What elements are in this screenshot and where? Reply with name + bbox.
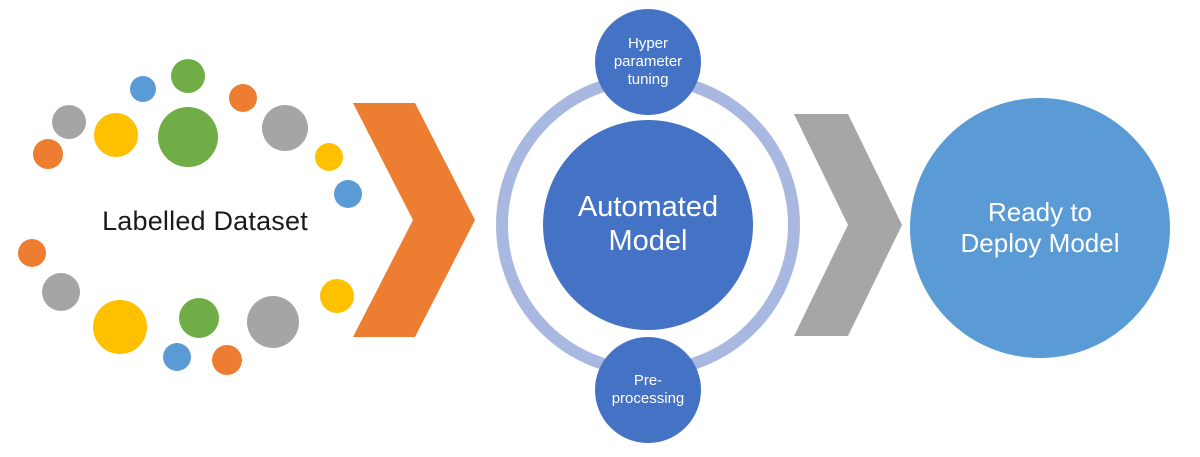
dot-orange-upper-right bbox=[229, 84, 257, 112]
dot-blue-right bbox=[334, 180, 362, 208]
dot-orange-bottom bbox=[212, 345, 242, 375]
ready-to-deploy-line-1: Ready to bbox=[987, 196, 1093, 227]
dot-orange-far-left bbox=[33, 139, 63, 169]
dot-yellow-upper-right bbox=[315, 143, 343, 171]
labelled-dataset-label: Labelled Dataset bbox=[102, 206, 308, 236]
dot-gray-bottom bbox=[247, 296, 299, 348]
dot-green-small-top bbox=[171, 59, 205, 93]
automated-model-bubble[interactable]: Automated Model bbox=[543, 120, 753, 330]
automated-model-line-1: Automated bbox=[577, 191, 719, 224]
dot-green-large bbox=[158, 107, 218, 167]
ready-to-deploy-line-2: Deploy Model bbox=[960, 228, 1120, 258]
orange-chevron-arrow bbox=[353, 103, 475, 337]
hyperparameter-tuning-line-2: parameter bbox=[613, 52, 683, 70]
pre-processing-bubble[interactable]: Pre- processing bbox=[595, 337, 701, 443]
dot-gray-lower-left bbox=[42, 273, 80, 311]
dot-yellow-left bbox=[94, 113, 138, 157]
pre-processing-line-2: processing bbox=[611, 390, 685, 407]
hyperparameter-tuning-bubble[interactable]: Hyper parameter tuning bbox=[595, 9, 701, 115]
dot-gray-right bbox=[262, 105, 308, 151]
dot-yellow-bottom bbox=[93, 300, 147, 354]
dot-orange-lower-left bbox=[18, 239, 46, 267]
dot-blue-bottom bbox=[163, 343, 191, 371]
dot-green-bottom bbox=[179, 298, 219, 338]
ready-to-deploy-model-bubble[interactable]: Ready to Deploy Model bbox=[910, 98, 1170, 358]
hyperparameter-tuning-line-1: Hyper bbox=[627, 34, 668, 52]
automated-model-line-2: Model bbox=[608, 225, 688, 257]
dot-blue-upper-left bbox=[130, 76, 156, 102]
dot-yellow-lower-right bbox=[320, 279, 354, 313]
hyperparameter-tuning-line-3: tuning bbox=[627, 71, 669, 89]
dot-gray-left bbox=[52, 105, 86, 139]
pre-processing-line-1: Pre- bbox=[633, 371, 663, 389]
gray-chevron-arrow bbox=[794, 114, 902, 336]
